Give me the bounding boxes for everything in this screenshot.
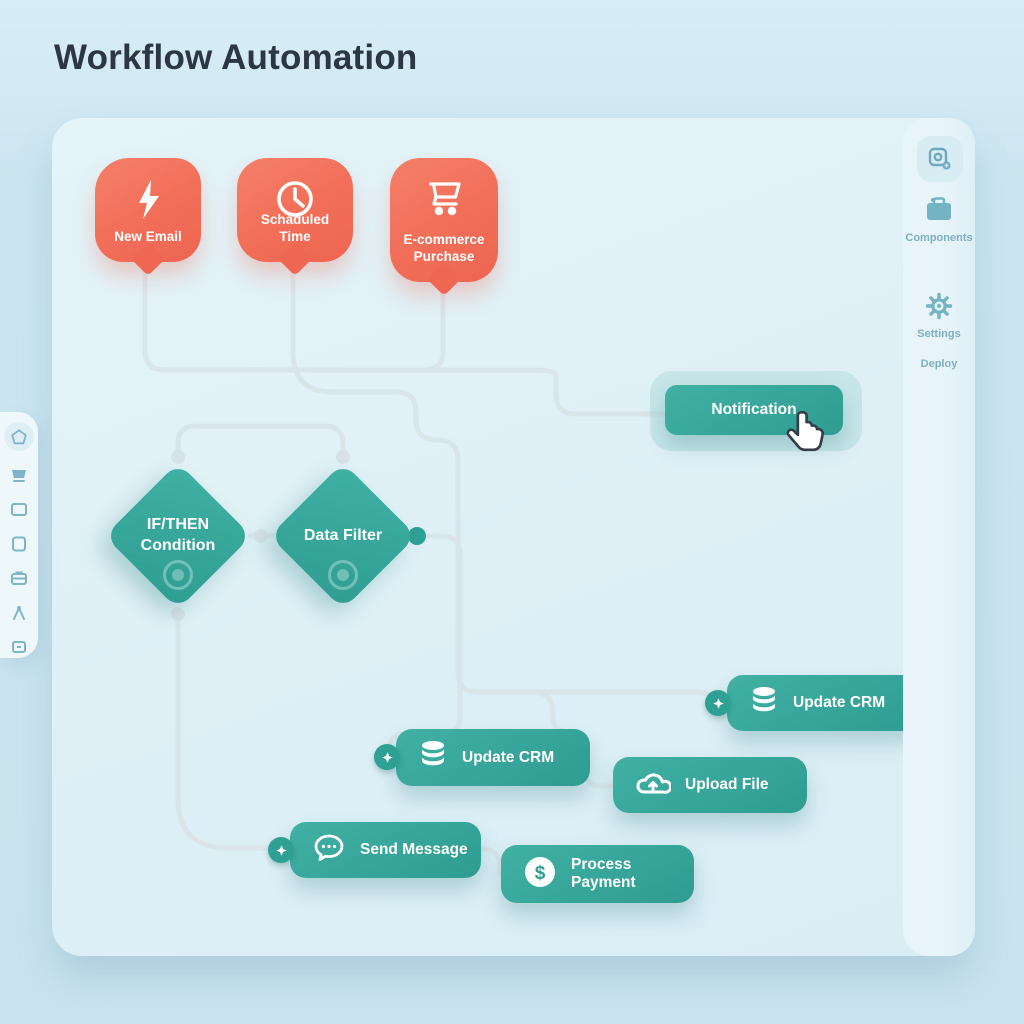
component-add-button[interactable] (917, 136, 963, 182)
cart-icon (390, 176, 498, 222)
action-label: Send Message (360, 841, 468, 858)
svg-text:$: $ (535, 863, 546, 884)
database-icon (418, 739, 448, 776)
sidebar-item-label: Settings (917, 328, 961, 340)
sidebar-item-settings[interactable]: Settings (903, 290, 975, 340)
left-toolbar (0, 412, 38, 658)
frame-icon[interactable] (8, 499, 30, 520)
clock-icon (237, 176, 353, 222)
hand-cursor-icon (786, 411, 825, 452)
lightning-icon (95, 176, 201, 224)
sidebar-item-label: Deploy (920, 358, 958, 370)
right-sidebar: Components Settings Deploy (903, 118, 975, 956)
panel-icon[interactable] (8, 637, 30, 658)
compass-icon[interactable] (8, 602, 30, 623)
action-node-process-payment[interactable]: $ Process Payment (501, 845, 694, 903)
input-port[interactable] (268, 837, 294, 863)
trigger-label: New Email (114, 229, 182, 245)
page-title: Workflow Automation (54, 38, 418, 77)
action-label: Update CRM (462, 748, 555, 766)
action-label: Update CRM (793, 694, 886, 711)
case-icon[interactable] (8, 568, 30, 589)
action-label: Process Payment (571, 856, 636, 891)
action-label: Upload File (685, 776, 769, 793)
page-icon[interactable] (8, 533, 30, 554)
input-port[interactable] (374, 744, 400, 770)
trigger-label: E-commerce Purchase (403, 232, 485, 265)
trigger-node-ecommerce-purchase[interactable]: E-commerce Purchase (390, 158, 498, 296)
sidebar-item-components[interactable]: Components (903, 194, 975, 244)
home-icon[interactable] (4, 422, 34, 452)
trigger-label: Schaduled Time (260, 212, 330, 245)
action-node-update-crm-2[interactable]: Update CRM (727, 675, 919, 731)
chat-icon (312, 832, 346, 869)
trigger-node-scheduled-time[interactable]: Schaduled Time (237, 158, 353, 276)
briefcase-icon (927, 197, 951, 220)
action-node-update-crm-1[interactable]: Update CRM (396, 729, 590, 786)
cloud-upload-icon (635, 769, 673, 802)
dollar-icon: $ (523, 855, 557, 894)
action-node-send-message[interactable]: Send Message (290, 822, 481, 878)
input-port[interactable] (705, 690, 731, 716)
action-node-upload-file[interactable]: Upload File (613, 757, 807, 813)
sidebar-item-deploy[interactable]: Deploy (903, 358, 975, 370)
sidebar-item-label: Components (905, 232, 973, 244)
trigger-node-new-email[interactable]: New Email (95, 158, 201, 276)
action-label: Notification (711, 401, 797, 418)
basket-icon[interactable] (8, 464, 30, 485)
component-add-icon (928, 147, 951, 170)
database-icon (749, 685, 779, 722)
gear-icon (925, 292, 953, 320)
